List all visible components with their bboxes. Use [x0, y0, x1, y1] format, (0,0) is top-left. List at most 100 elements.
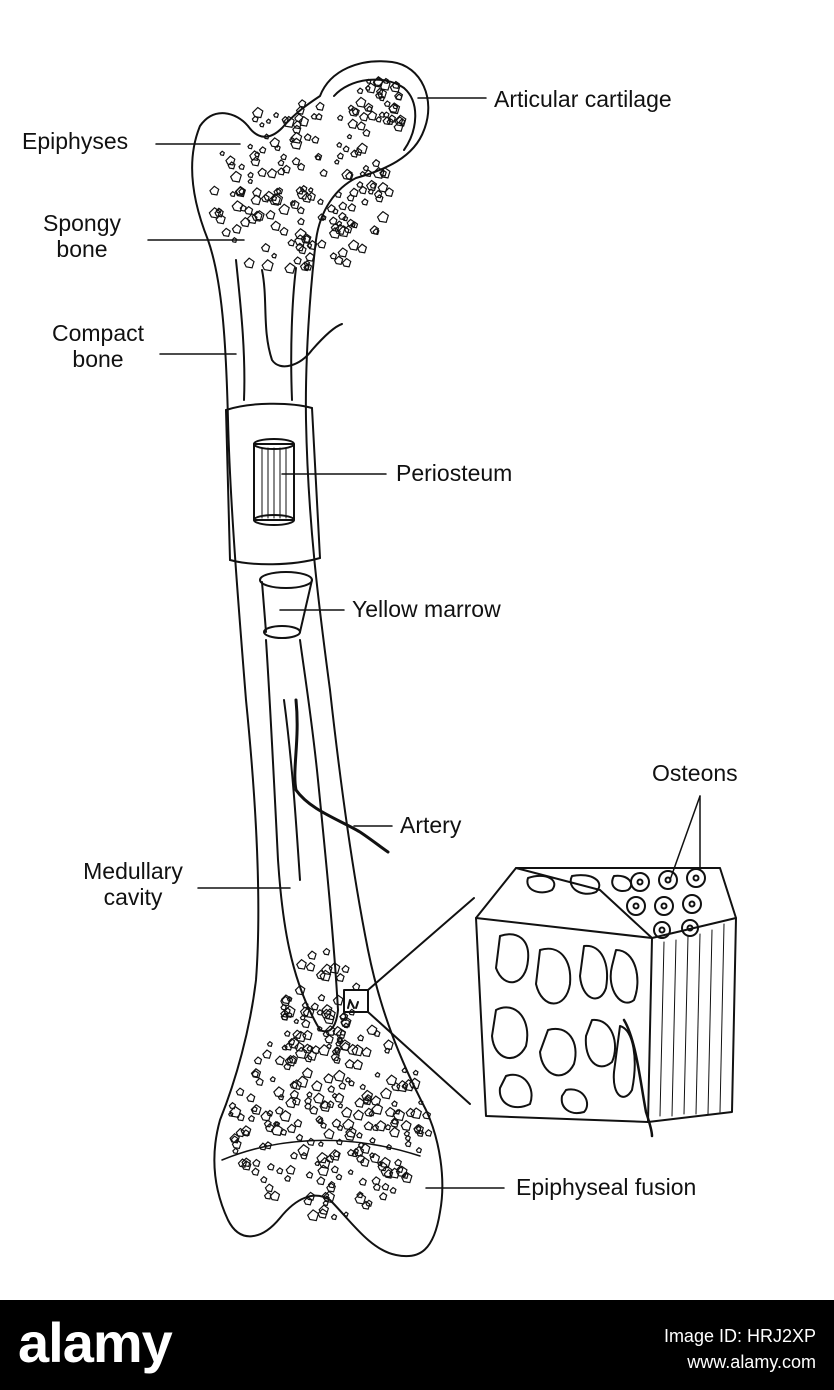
spongy-bone-cell — [338, 1081, 347, 1090]
spongy-bone-cell — [363, 1121, 374, 1131]
spongy-bone-cell — [394, 1158, 402, 1167]
spongy-bone-cell — [296, 958, 307, 970]
spongy-bone-cell — [316, 1176, 326, 1186]
spongy-bone-cell — [317, 1164, 330, 1177]
spongy-bone-cell — [282, 115, 295, 128]
spongy-bone-cell — [286, 1011, 293, 1018]
spongy-bone-cell — [374, 1120, 387, 1132]
spongy-bone-cell — [286, 996, 293, 1002]
spongy-bone-cell — [283, 1062, 292, 1071]
spongy-bone-cell — [401, 1171, 413, 1184]
spongy-bone-cell — [286, 1123, 297, 1134]
spongy-bone-cell — [384, 187, 394, 197]
spongy-bone-cell — [326, 1182, 336, 1193]
spongy-bone-cell — [241, 1160, 252, 1171]
spongy-bone-cell — [365, 1199, 373, 1207]
spongy-bone-cell — [401, 1171, 409, 1179]
spongy-bone-cell — [311, 1045, 321, 1055]
spongy-bone-cell — [329, 252, 338, 260]
spongy-bone-cell — [296, 162, 306, 171]
spongy-bone-cell — [325, 1043, 332, 1050]
spongy-bone-cell — [276, 1167, 284, 1175]
spongy-bone-cell — [370, 1095, 382, 1107]
spongy-bone-cell — [287, 1037, 296, 1046]
epiphyseal-fusion-line — [221, 1139, 421, 1161]
spongy-bone-cell — [371, 1176, 381, 1186]
spongy-bone-cell — [319, 168, 328, 177]
spongy-bone-cell — [412, 1069, 419, 1076]
spongy-bone-cell — [362, 164, 370, 172]
spongy-bone-cell — [365, 179, 378, 192]
spongy-bone-cell — [382, 111, 390, 119]
spongy-bone-cell — [326, 1100, 335, 1109]
alamy-logo: alamy — [18, 1311, 173, 1374]
spongy-bone-cell — [301, 1019, 311, 1029]
spongy-bone-cell — [330, 1052, 340, 1062]
spongy-bone-cell — [346, 1043, 359, 1056]
spongy-bone-cell — [328, 216, 338, 226]
spongy-bone-cell — [292, 124, 302, 134]
spongy-bone-cell — [232, 1147, 239, 1155]
spongy-bone-cell — [215, 213, 226, 225]
spongy-bone-cell — [333, 255, 344, 266]
label-periosteum: Periosteum — [396, 460, 513, 486]
spongy-bone-cell — [388, 102, 401, 115]
spongy-bone-cell — [287, 1037, 300, 1050]
spongy-bone-cell — [404, 1134, 411, 1142]
spongy-bone-cell — [342, 215, 349, 222]
image-id: Image ID: HRJ2XP — [663, 1326, 816, 1346]
spongy-bone-cell — [347, 104, 355, 112]
label-compact-bone-1: Compact — [51, 320, 145, 346]
spongy-bone-cell — [306, 191, 316, 201]
spongy-bone-cell — [246, 1093, 256, 1103]
spongy-bone-cell — [280, 153, 288, 161]
spongy-bone-cell — [345, 171, 354, 180]
spongy-bone-cell — [317, 239, 327, 249]
spongy-bone-cell — [330, 1165, 339, 1174]
spongy-bone-cell — [269, 1075, 276, 1083]
spongy-bone-cell — [339, 1029, 347, 1036]
spongy-bone-cell — [274, 1055, 285, 1066]
spongy-bone-cell — [265, 209, 276, 220]
spongy-bone-cell — [235, 1087, 245, 1097]
spongy-bone-cell — [299, 261, 310, 272]
spongy-bone-cell — [272, 1120, 279, 1127]
spongy-bone-cell — [236, 1112, 245, 1122]
spongy-bone-cell — [364, 85, 371, 91]
spongy-bone-cell — [347, 239, 360, 251]
spongy-bone-cell — [391, 1100, 398, 1107]
spongy-bone-cell — [277, 1093, 285, 1101]
spongy-bone-cell — [240, 216, 251, 228]
spongy-bone-cell — [306, 1050, 318, 1061]
label-medullary-cavity-1: Medullary — [83, 858, 183, 884]
spongy-bone-cell — [266, 1162, 275, 1171]
spongy-bone-cell — [247, 1114, 255, 1122]
spongy-bone-cell — [284, 262, 296, 274]
spongy-bone-cell — [345, 1126, 357, 1138]
spongy-bone-cell — [270, 220, 281, 232]
spongy-bone-cell — [247, 143, 254, 150]
femur-illustration — [147, 60, 737, 1258]
spongy-bone-cell — [379, 79, 391, 91]
spongy-bone-texture — [208, 76, 433, 1222]
spongy-bone-cell — [328, 1148, 341, 1161]
spongy-bone-cell — [305, 1171, 314, 1179]
spongy-bone-cell — [362, 128, 371, 137]
spongy-bone-cell — [251, 210, 263, 222]
spongy-bone-cell — [341, 964, 350, 974]
articular-cartilage-cap — [333, 78, 417, 151]
spongy-bone-cell — [297, 1143, 310, 1157]
spongy-bone-cell — [356, 121, 366, 131]
spongy-bone-cell — [235, 186, 245, 196]
spongy-bone-cell — [292, 1029, 302, 1040]
spongy-bone-cell — [366, 78, 372, 85]
spongy-bone-cell — [383, 1168, 394, 1179]
spongy-bone-cell — [344, 1058, 355, 1069]
spongy-bone-cell — [359, 170, 366, 177]
spongy-bone-cell — [389, 1126, 400, 1138]
spongy-bone-cell — [375, 87, 384, 96]
spongy-bone-cell — [235, 1127, 246, 1138]
spongy-bone-cell — [302, 1043, 313, 1054]
label-osteons: Osteons — [652, 760, 738, 786]
spongy-bone-cell — [269, 137, 280, 148]
